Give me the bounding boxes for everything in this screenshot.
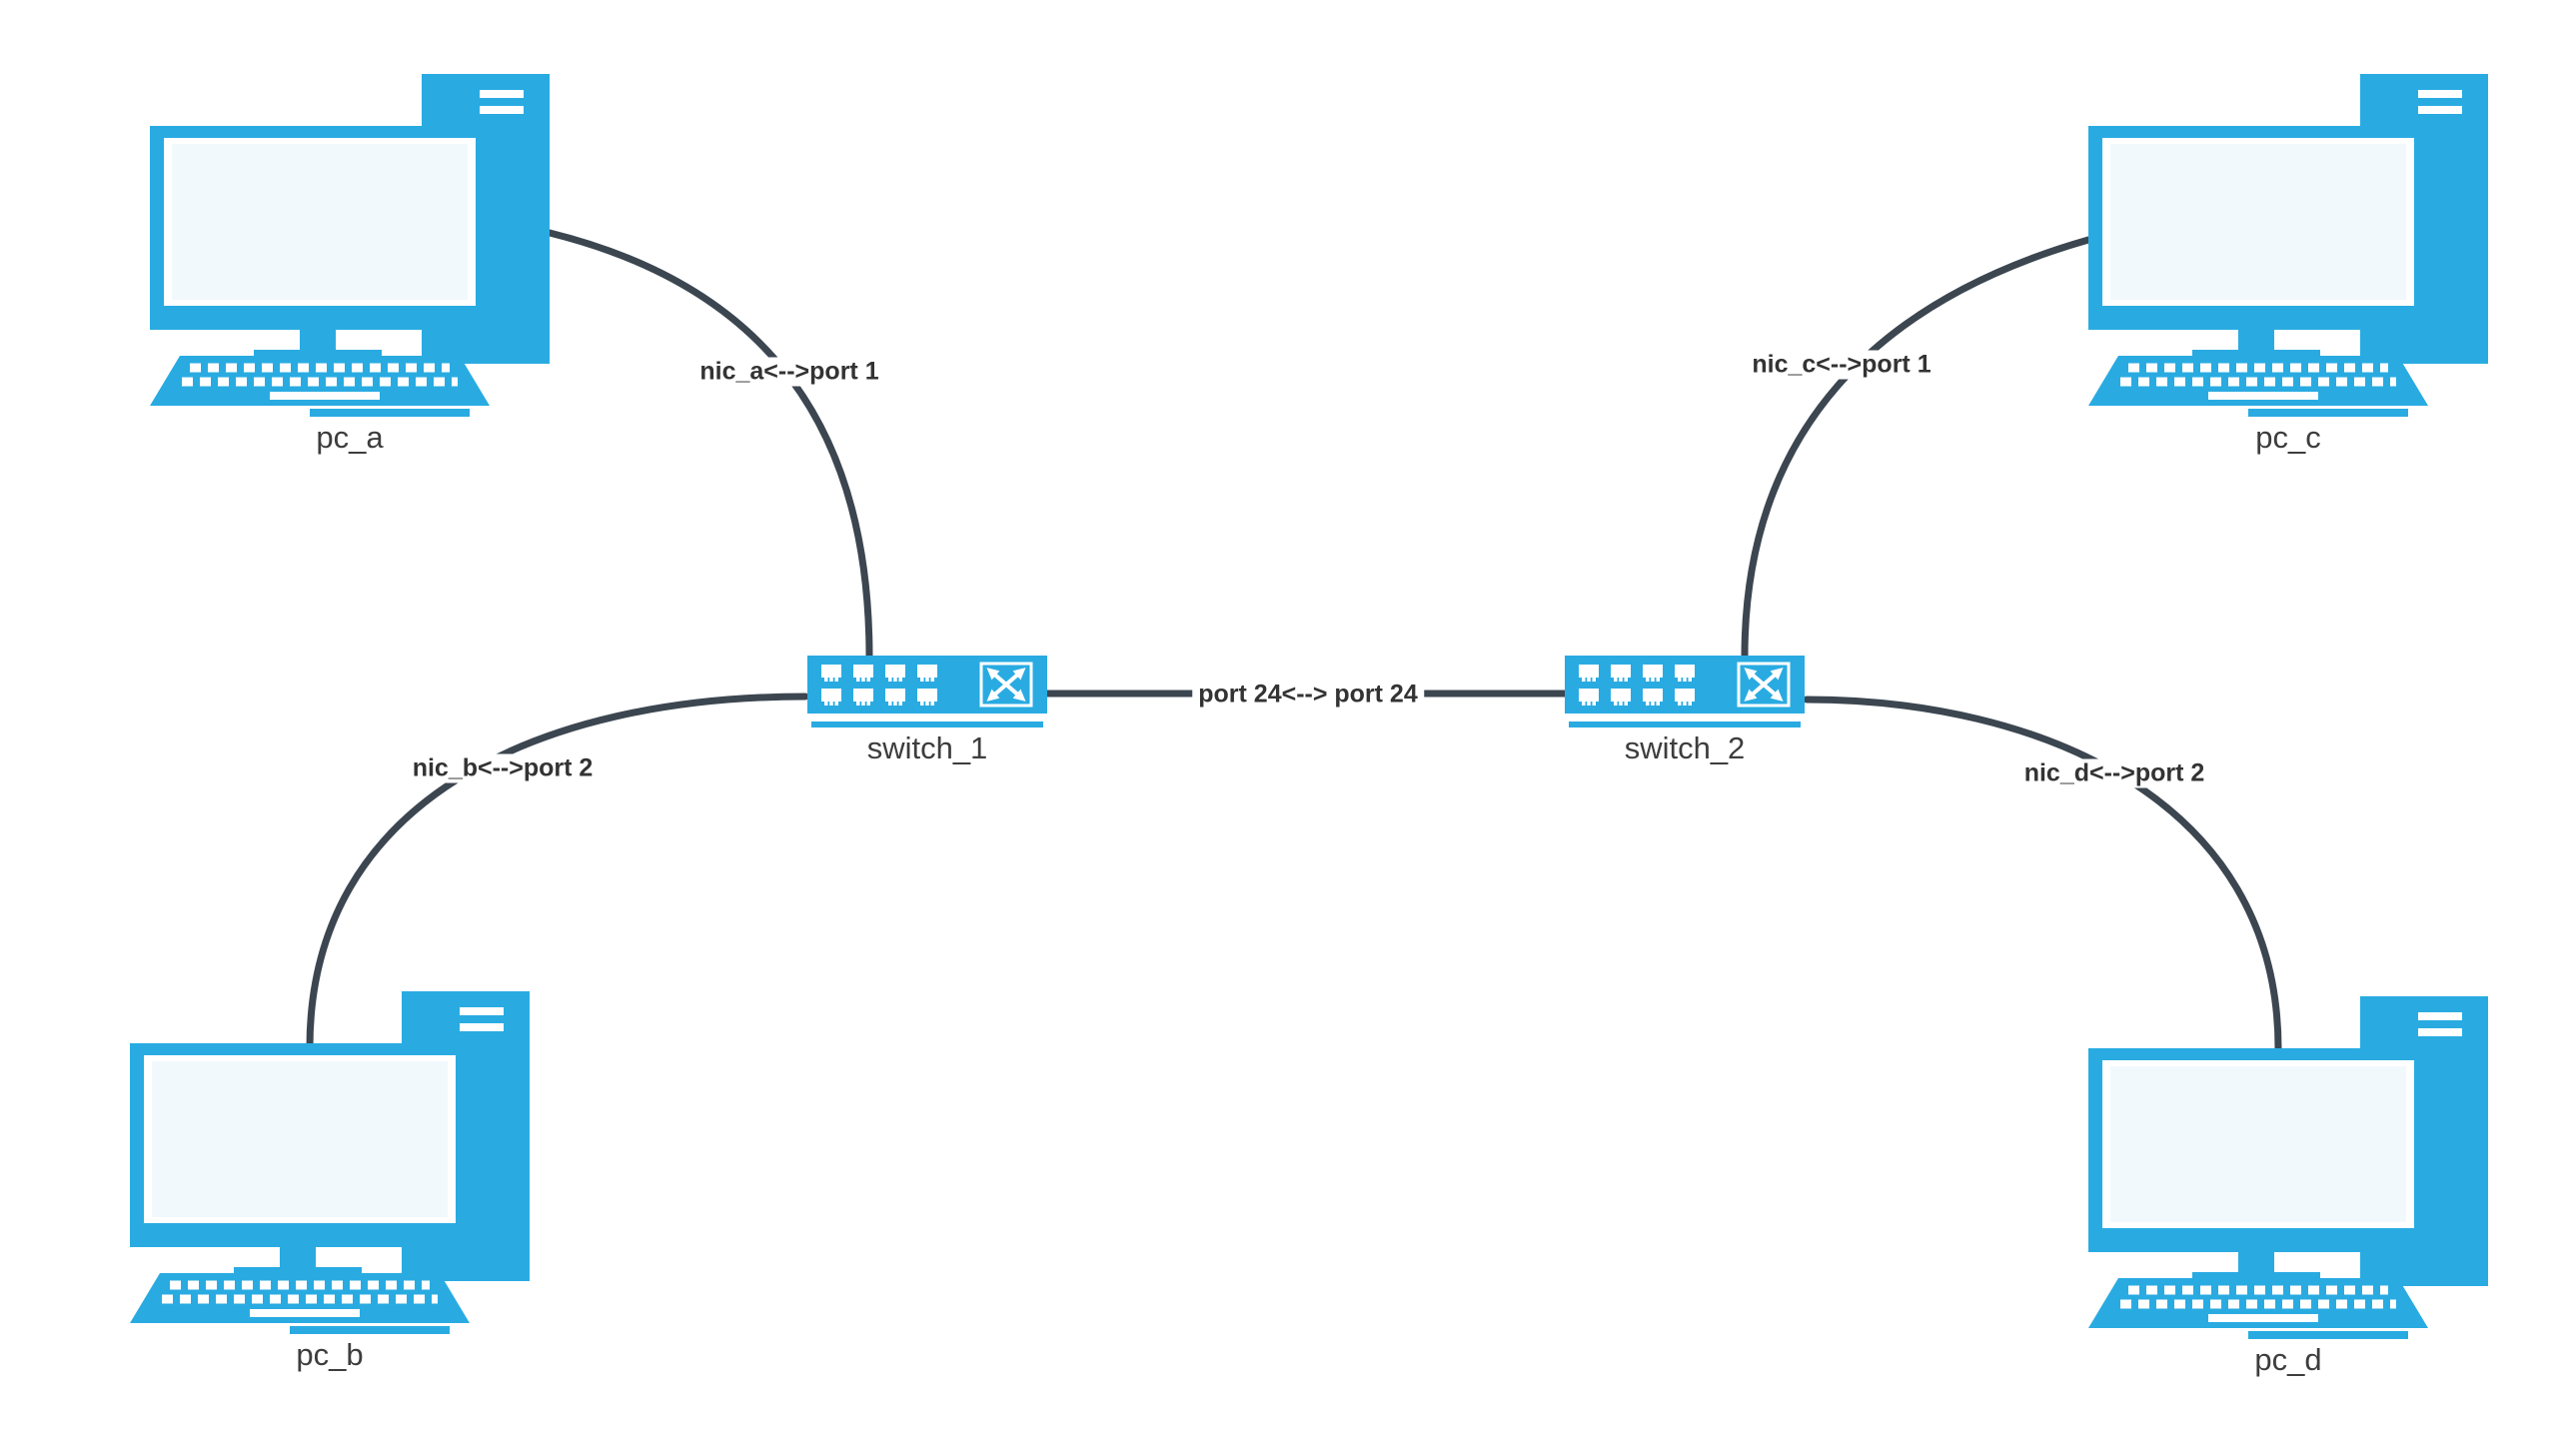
- link-pc-c-switch-2: [1741, 236, 2092, 661]
- pc-icon: [2088, 72, 2488, 417]
- pc-icon: [150, 72, 550, 417]
- node-pc-d: pc_d: [2088, 994, 2488, 1377]
- node-switch-2: switch_2: [1565, 656, 1805, 765]
- node-label-pc-b: pc_b: [296, 1337, 364, 1372]
- link-label-nic-c: nic_c<-->port 1: [1746, 350, 1937, 380]
- node-label-pc-c: pc_c: [2255, 420, 2321, 455]
- link-label-nic-a: nic_a<-->port 1: [693, 357, 885, 387]
- link-pc-a-switch-1: [546, 229, 873, 661]
- node-pc-c: pc_c: [2088, 72, 2488, 455]
- node-label-switch-1: switch_1: [866, 730, 988, 765]
- switch-icon: [807, 656, 1047, 727]
- link-label-port24: port 24<--> port 24: [1192, 680, 1424, 710]
- node-switch-1: switch_1: [807, 656, 1047, 765]
- pc-icon: [130, 989, 530, 1334]
- node-pc-b: pc_b: [130, 989, 530, 1372]
- link-label-nic-b: nic_b<-->port 2: [406, 753, 600, 783]
- switch-icon: [1565, 656, 1805, 727]
- pc-icon: [2088, 994, 2488, 1339]
- node-label-switch-2: switch_2: [1624, 730, 1746, 765]
- node-label-pc-d: pc_d: [2254, 1342, 2322, 1377]
- node-label-pc-a: pc_a: [316, 420, 384, 455]
- link-label-nic-d: nic_d<-->port 2: [2017, 758, 2211, 788]
- node-pc-a: pc_a: [150, 72, 550, 455]
